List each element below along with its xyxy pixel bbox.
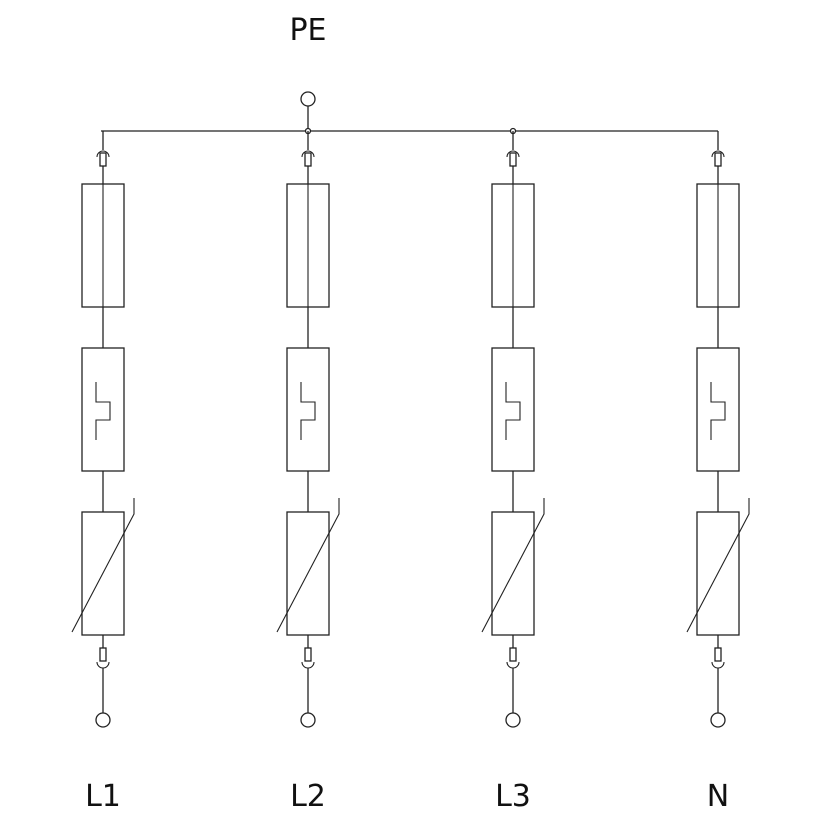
- top-connector-arc-l3: [506, 150, 520, 158]
- top-connector-cap-l2: [304, 152, 312, 167]
- varistor-diagonal-l3: [481, 498, 545, 633]
- bottom-connector-cap-l3: [509, 647, 517, 662]
- gap-box-l3: [491, 347, 535, 472]
- top-connector-arc-l1: [96, 150, 110, 158]
- gap-box-l1: [81, 347, 125, 472]
- bottom-connector-arc-l1: [96, 661, 110, 669]
- top-connector-cap-l3: [509, 152, 517, 167]
- terminal-l3: [505, 712, 521, 728]
- line-label-l1: L1: [85, 779, 121, 814]
- line-label-n: N: [707, 779, 729, 814]
- gap-symbol-l1: [95, 382, 111, 440]
- bottom-connector-arc-l3: [506, 661, 520, 669]
- channel-n: [686, 131, 750, 728]
- bottom-connector-cap-n: [714, 647, 722, 662]
- top-connector-cap-l1: [99, 152, 107, 167]
- bottom-connector-arc-n: [711, 661, 725, 669]
- top-connector-cap-n: [714, 152, 722, 167]
- gap-symbol-l3: [505, 382, 521, 440]
- line-label-l2: L2: [290, 779, 326, 814]
- line-label-l3: L3: [495, 779, 531, 814]
- gap-symbol-l2: [300, 382, 316, 440]
- gap-symbol-n: [710, 382, 726, 440]
- pe-label: PE: [289, 13, 326, 48]
- pe-terminal: [300, 91, 316, 107]
- bottom-connector-cap-l1: [99, 647, 107, 662]
- varistor-diagonal-l2: [276, 498, 340, 633]
- gap-box-n: [696, 347, 740, 472]
- bottom-connector-cap-l2: [304, 647, 312, 662]
- terminal-l1: [95, 712, 111, 728]
- top-connector-arc-n: [711, 150, 725, 158]
- varistor-diagonal-l1: [71, 498, 135, 633]
- terminal-n: [710, 712, 726, 728]
- gap-box-l2: [286, 347, 330, 472]
- channel-l3: [481, 131, 545, 728]
- channel-l1: [71, 131, 135, 728]
- channels: [71, 131, 750, 728]
- channel-l2: [276, 131, 340, 728]
- top-connector-arc-l2: [301, 150, 315, 158]
- varistor-diagonal-n: [686, 498, 750, 633]
- bottom-connector-arc-l2: [301, 661, 315, 669]
- terminal-l2: [300, 712, 316, 728]
